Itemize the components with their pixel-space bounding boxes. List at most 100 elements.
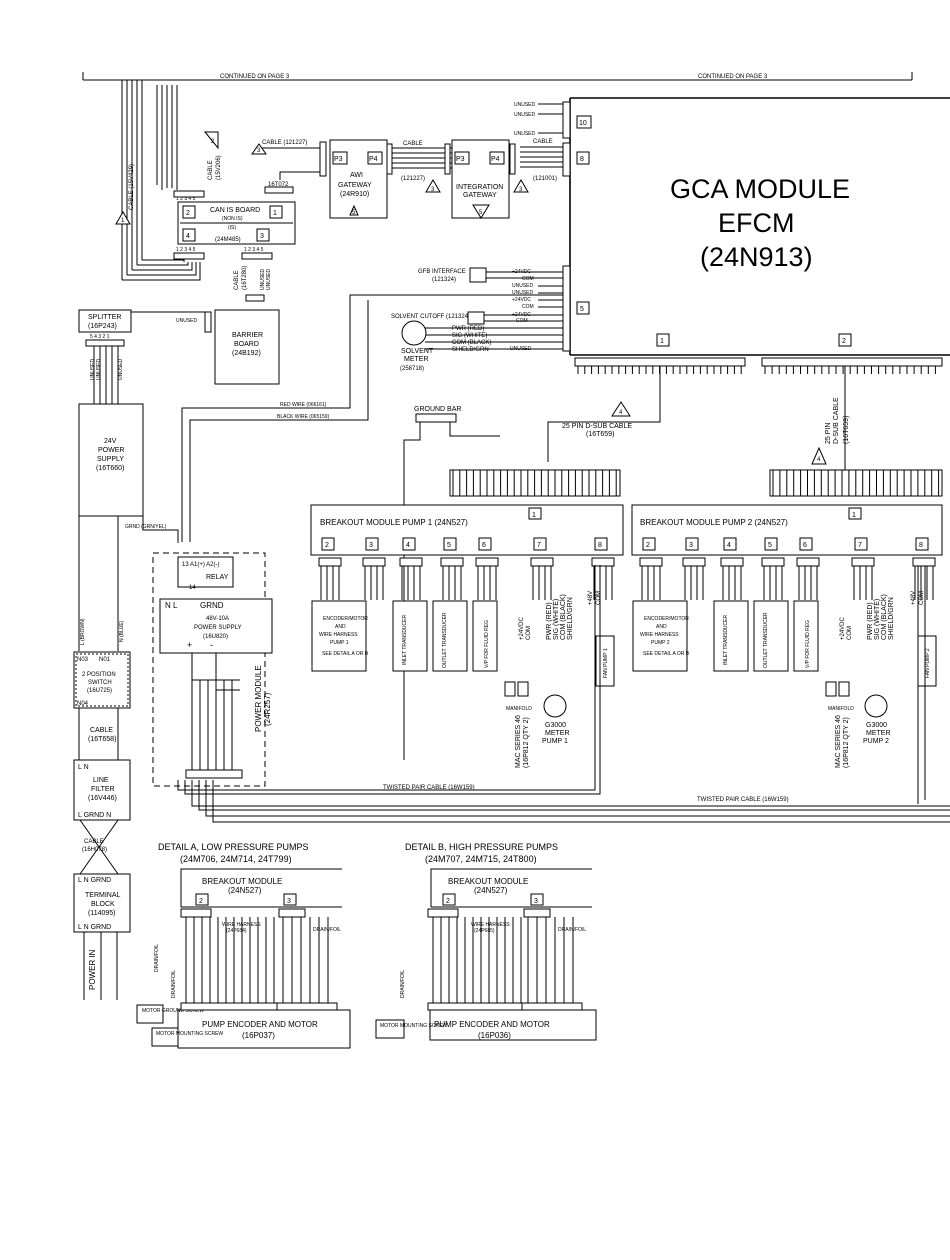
svg-text:PUMP ENCODER AND MOTOR: PUMP ENCODER AND MOTOR bbox=[202, 1020, 318, 1029]
svg-text:(16T280): (16T280) bbox=[242, 266, 248, 290]
line-filter: L N LINE FILTER (16V446) L GRND N bbox=[73, 759, 131, 821]
svg-text:AND: AND bbox=[335, 624, 346, 630]
svg-text:(121227): (121227) bbox=[401, 176, 425, 182]
gca-unused-labels: UNUSED UNUSED UNUSED CABLE bbox=[514, 102, 563, 168]
svg-text:UNUSED: UNUSED bbox=[512, 290, 534, 296]
gca-title-line2: EFCM bbox=[718, 208, 795, 238]
svg-text:GROUND BAR: GROUND BAR bbox=[414, 406, 461, 413]
dsub-cable-1: 4 25 PIN D-SUB CABLE (16T659) bbox=[547, 366, 661, 462]
svg-text:FAN PUMP 1: FAN PUMP 1 bbox=[603, 648, 609, 678]
gca-title-line3: (24N913) bbox=[700, 242, 813, 272]
svg-text:RED WIRE (066161): RED WIRE (066161) bbox=[280, 402, 327, 408]
svg-text:P3: P3 bbox=[334, 156, 343, 163]
port-label: 6 bbox=[482, 542, 486, 549]
svg-text:(16P036): (16P036) bbox=[478, 1031, 511, 1040]
svg-text:TWISTED PAIR CABLE (16W159): TWISTED PAIR CABLE (16W159) bbox=[697, 797, 789, 803]
terminal-block: L N GRND TERMINAL BLOCK (114095) L N GRN… bbox=[73, 873, 131, 1000]
svg-text:INLET TRANSDUCER: INLET TRANSDUCER bbox=[723, 615, 729, 665]
svg-text:G3000: G3000 bbox=[545, 722, 566, 729]
svg-text:MAC SERIES 46: MAC SERIES 46 bbox=[835, 715, 842, 768]
svg-text:(24N527): (24N527) bbox=[474, 886, 508, 895]
svg-text:(16T659): (16T659) bbox=[586, 431, 614, 438]
svg-text:MOTOR GROUND SCREW: MOTOR GROUND SCREW bbox=[142, 1008, 204, 1014]
svg-text:P4: P4 bbox=[491, 156, 500, 163]
svg-text:(16P812 QTY 2): (16P812 QTY 2) bbox=[843, 717, 850, 768]
svg-text:10: 10 bbox=[579, 120, 587, 127]
dsub-cable-2: 4 25 PIN D-SUB CABLE (16T659) bbox=[811, 366, 850, 470]
svg-text:(IS): (IS) bbox=[228, 225, 236, 231]
svg-text:5: 5 bbox=[580, 306, 584, 313]
cable-label-mid: CABLE bbox=[403, 141, 423, 147]
power-supply-24v: 24V POWER SUPPLY (16T660) GRND (GRN/YEL) bbox=[78, 346, 179, 543]
svg-text:CABLE (121227): CABLE (121227) bbox=[262, 140, 307, 146]
svg-text:UNUSED: UNUSED bbox=[510, 346, 532, 352]
svg-text:SIG (WHITE): SIG (WHITE) bbox=[452, 333, 487, 339]
svg-text:(16V446): (16V446) bbox=[88, 795, 117, 802]
svg-text:METER: METER bbox=[545, 730, 570, 737]
top-continuation-bar: CONTINUED ON PAGE 3 CONTINUED ON PAGE 3 bbox=[82, 72, 913, 81]
svg-text:DRAIN/FOIL: DRAIN/FOIL bbox=[558, 927, 586, 933]
svg-text:5: 5 bbox=[352, 210, 356, 216]
svg-text:2: 2 bbox=[842, 338, 846, 345]
svg-text:3: 3 bbox=[534, 898, 538, 905]
svg-text:+24VDC: +24VDC bbox=[840, 616, 846, 640]
svg-text:(121001): (121001) bbox=[533, 176, 557, 182]
bm2-devices: ENCODER/MOTOR AND WIRE HARNESS PUMP 2 SE… bbox=[632, 591, 937, 768]
svg-text:SOLVENT: SOLVENT bbox=[401, 348, 434, 355]
svg-text:(16U725): (16U725) bbox=[87, 688, 112, 694]
svg-text:(24P684): (24P684) bbox=[226, 928, 247, 934]
svg-text:GATEWAY: GATEWAY bbox=[463, 192, 497, 199]
svg-text:WIRE HARNESS: WIRE HARNESS bbox=[319, 632, 358, 638]
svg-text:L N GRND: L N GRND bbox=[78, 877, 111, 884]
svg-text:13 A1(+) A2(-): 13 A1(+) A2(-) bbox=[182, 562, 220, 568]
svg-text:+: + bbox=[187, 640, 192, 650]
svg-text:(24M485): (24M485) bbox=[215, 237, 241, 243]
svg-text:25 PIN: 25 PIN bbox=[825, 423, 832, 444]
svg-text:CABLE: CABLE bbox=[208, 160, 214, 180]
svg-text:N L: N L bbox=[165, 601, 178, 610]
port-box bbox=[764, 537, 778, 551]
detail-b: DETAIL B, HIGH PRESSURE PUMPS (24M707, 2… bbox=[375, 842, 597, 1041]
svg-text:1: 1 bbox=[660, 338, 664, 345]
svg-text:PUMP 2: PUMP 2 bbox=[651, 640, 670, 646]
awi-gateway: P3 P4 AWI GATEWAY (24R910) 5 CABLE (1212… bbox=[329, 139, 455, 219]
svg-text:(16T658): (16T658) bbox=[88, 736, 116, 743]
svg-text:COM (BLACK): COM (BLACK) bbox=[560, 594, 567, 640]
svg-text:SUPPLY: SUPPLY bbox=[97, 456, 124, 463]
svg-text:OUTLET TRANSDUCER: OUTLET TRANSDUCER bbox=[763, 612, 769, 668]
svg-text:2: 2 bbox=[446, 898, 450, 905]
svg-text:UNUSED: UNUSED bbox=[266, 268, 272, 290]
svg-text:POWER: POWER bbox=[98, 447, 124, 454]
svg-text:N01: N01 bbox=[99, 657, 111, 663]
svg-text:1: 1 bbox=[121, 218, 125, 224]
svg-text:MANIFOLD: MANIFOLD bbox=[506, 706, 532, 712]
power-cable-16t658: CABLE (16T658) bbox=[78, 708, 119, 760]
svg-text:ENCODER/MOTOR: ENCODER/MOTOR bbox=[323, 616, 368, 622]
svg-text:SIG (WHITE): SIG (WHITE) bbox=[874, 599, 881, 640]
svg-text:SOLVENT CUTOFF (121324): SOLVENT CUTOFF (121324) bbox=[391, 314, 470, 320]
gca-port-10 bbox=[576, 115, 592, 129]
power-switch: L (BROWN) N (BLUE) N03 N01 N04 2 POSITIO… bbox=[73, 516, 131, 709]
svg-text:P4: P4 bbox=[369, 156, 378, 163]
svg-text:UNUSED: UNUSED bbox=[514, 102, 536, 108]
svg-text:L N: L N bbox=[78, 764, 89, 771]
svg-text:BREAKOUT MODULE PUMP 2 (24N527: BREAKOUT MODULE PUMP 2 (24N527) bbox=[640, 518, 788, 527]
svg-text:(16P812 QTY 2): (16P812 QTY 2) bbox=[523, 717, 530, 768]
svg-text:GFB INTERFACE: GFB INTERFACE bbox=[418, 269, 466, 275]
gca-title-line1: GCA MODULE bbox=[670, 174, 850, 204]
supply-wires: RED WIRE (066161) BLACK WIRE (065159) GR… bbox=[181, 294, 563, 760]
svg-text:L N GRND: L N GRND bbox=[78, 924, 111, 931]
svg-text:1: 1 bbox=[532, 512, 536, 519]
svg-text:V/P FOR FLUID REG: V/P FOR FLUID REG bbox=[484, 620, 490, 668]
svg-text:P3: P3 bbox=[456, 156, 465, 163]
svg-text:1 2 3 4 5: 1 2 3 4 5 bbox=[176, 247, 196, 253]
svg-text:-: - bbox=[210, 640, 213, 650]
svg-text:+24VDC: +24VDC bbox=[519, 616, 525, 640]
svg-text:RELAY: RELAY bbox=[206, 574, 229, 581]
power-module: 13 A1(+) A2(-) 14 RELAY N L GRND 48V-10A… bbox=[152, 552, 273, 787]
continued-label-right: CONTINUED ON PAGE 3 bbox=[698, 74, 768, 80]
svg-text:INTEGRATION: INTEGRATION bbox=[456, 184, 503, 191]
svg-text:48V-10A: 48V-10A bbox=[206, 616, 229, 622]
svg-text:DRAIN/FOIL: DRAIN/FOIL bbox=[154, 944, 160, 972]
svg-text:DETAIL B, HIGH PRESSURE PUMPS: DETAIL B, HIGH PRESSURE PUMPS bbox=[405, 842, 558, 852]
